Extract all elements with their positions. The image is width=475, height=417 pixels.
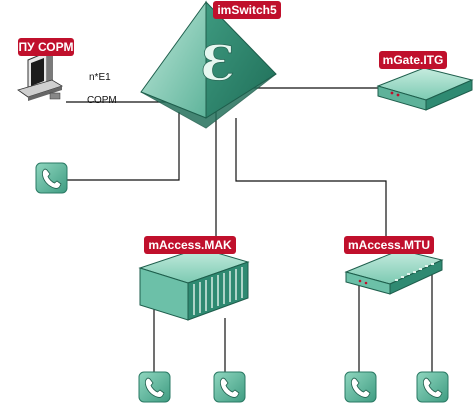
softswitch-badge [213,1,281,19]
computer-terminal-icon [17,51,63,101]
phone-icon [213,371,246,403]
connections [66,87,433,375]
mak-badge [144,236,236,254]
phone-icon [138,371,171,403]
phone-icon [416,371,449,403]
phones [35,162,449,403]
mak-label: mAccess.MAK [148,238,232,252]
access-node-chassis-icon [138,247,250,321]
mtu-label: mAccess.MTU [348,238,430,252]
gateway-node[interactable]: mGate.ITG [376,51,474,111]
softswitch-logo: Ɛ [201,36,236,92]
link-softswitch-mtu [235,118,387,246]
sorm-label: ПУ СОРМ [19,40,74,54]
sorm-badge [18,38,74,56]
mtu-badge [344,236,434,254]
mtu-node[interactable]: mAccess.MTU [344,236,444,295]
link-label-sorm: СОРМ [87,95,117,106]
softswitch-label: imSwitch5 [217,3,277,17]
flat-gateway-box-icon [376,67,474,111]
access-node-flat-icon [344,249,444,295]
gateway-badge [379,51,447,69]
phone-icon [344,371,377,403]
link-label-e1: n*E1 [89,72,111,83]
pyramid-softswitch-icon [140,0,277,129]
link-softswitch-phone [66,112,180,181]
mak-node[interactable]: mAccess.MAK [138,236,250,321]
gateway-label: mGate.ITG [383,53,444,67]
softswitch-node[interactable]: Ɛ imSwitch5 [140,0,281,129]
phone-icon [35,162,68,194]
sorm-node[interactable]: ПУ СОРМ [17,38,74,101]
